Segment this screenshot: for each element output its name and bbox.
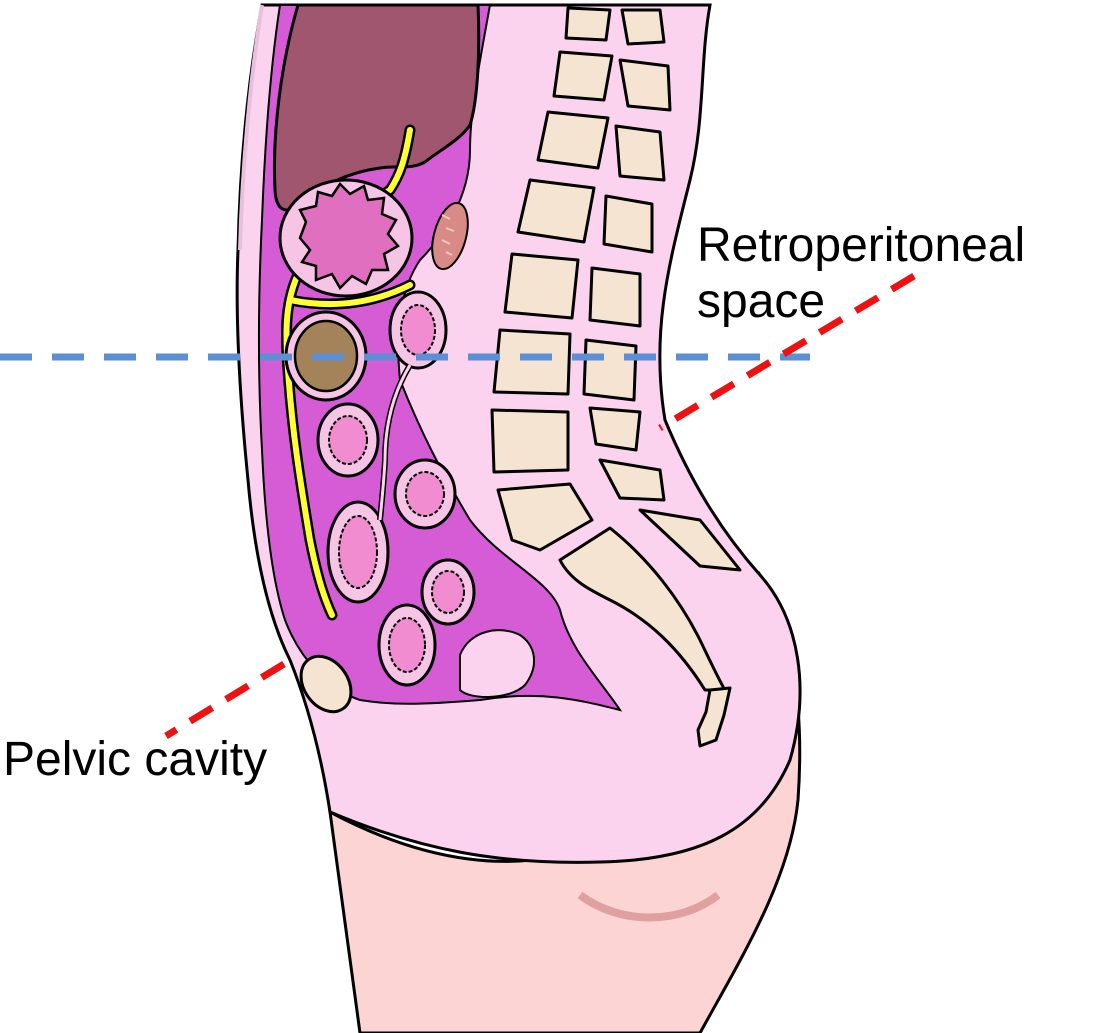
bowel-loop-6 <box>379 605 435 685</box>
posterior-process <box>622 10 664 44</box>
retroperitoneal-space-label: Retroperitoneal space <box>697 218 1025 330</box>
vertebral-body <box>505 254 578 318</box>
posterior-process <box>590 408 640 450</box>
stomach <box>280 180 412 296</box>
retroperitoneal-label-line2: space <box>697 274 1025 330</box>
posterior-process <box>590 268 640 326</box>
posterior-process <box>604 196 652 252</box>
retroperitoneal-label-line1: Retroperitoneal <box>697 218 1025 274</box>
bowel-loop-2 <box>318 404 378 476</box>
pelvic-cavity-label: Pelvic cavity <box>3 732 267 788</box>
posterior-process <box>620 60 670 110</box>
vertebral-body <box>494 330 570 394</box>
bowel-loop-3 <box>395 460 455 528</box>
posterior-process <box>616 126 664 180</box>
vertebral-body <box>518 180 594 242</box>
vertebral-body <box>492 410 568 472</box>
vertebral-body <box>566 8 610 40</box>
vertebral-body <box>554 52 612 100</box>
bowel-loop-5 <box>422 560 474 624</box>
posterior-process <box>584 340 636 400</box>
pouch-space <box>460 630 534 697</box>
vertebral-body <box>538 112 608 168</box>
pelvic-pointer-line <box>166 664 284 736</box>
